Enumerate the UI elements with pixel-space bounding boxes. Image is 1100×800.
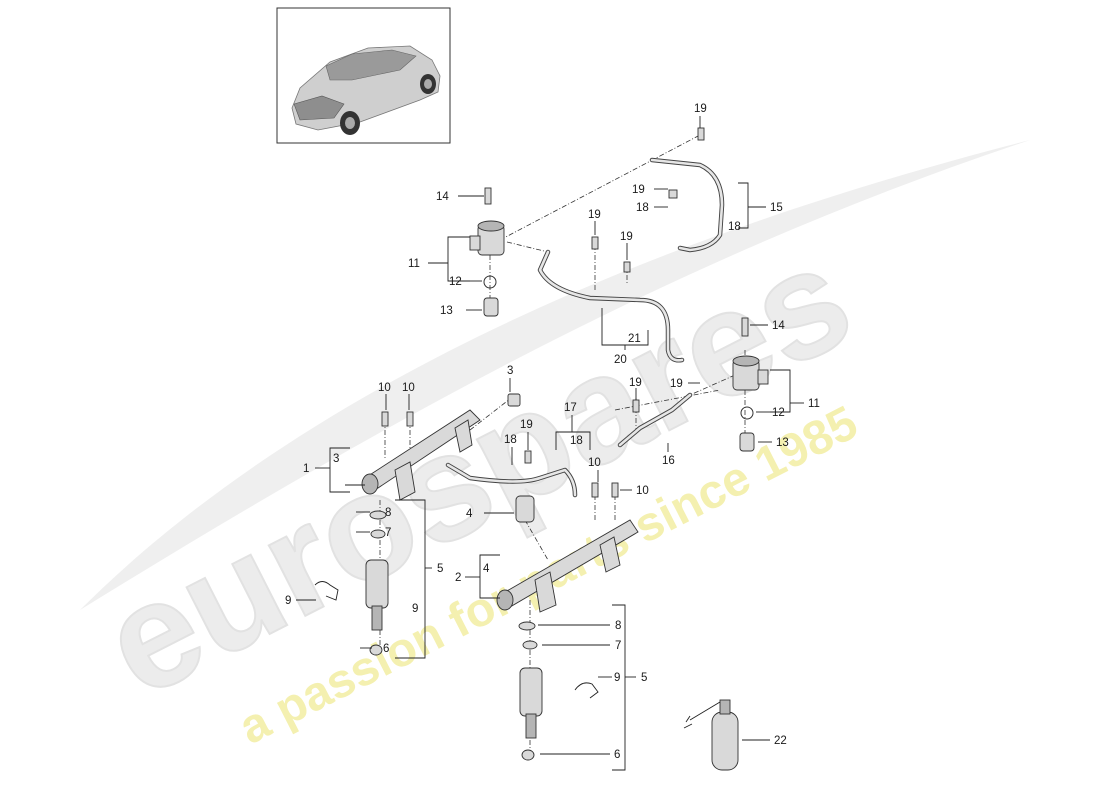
fuel-rail-3 [361,393,521,501]
callout-16: 16 [662,455,675,467]
callout-11: 11 [408,258,420,270]
seal-6-right [521,749,535,761]
callout-5: 5 [437,563,443,575]
pipes [445,157,725,498]
vehicle-thumbnail [276,7,451,144]
callout-11: 11 [808,398,820,410]
callout-1: 1 [303,463,309,475]
callout-19: 19 [632,184,645,196]
callout-9: 9 [412,603,418,615]
watermark: eurospares a passion for parts since 198… [77,140,1030,755]
callout-9: 9 [285,595,291,607]
tappet-13-upper [483,297,499,317]
callout-19: 19 [629,377,642,389]
callout-17: 17 [564,402,577,414]
callout-9: 9 [614,672,620,684]
tappet-13-lower [739,432,755,452]
callout-19: 19 [670,378,683,390]
callout-19: 19 [520,419,533,431]
pressure-sensor-4 [515,495,535,523]
o-ring-12-upper [483,275,497,289]
callout-10: 10 [378,382,391,394]
callout-12: 12 [449,276,462,288]
callout-2: 2 [455,572,461,584]
callout-6: 6 [614,749,620,761]
injector-left [314,510,389,656]
callout-4: 4 [483,563,490,575]
callout-12: 12 [772,407,785,419]
callout-8: 8 [385,507,391,519]
car-illustration [291,45,441,135]
callout-3: 3 [333,453,339,465]
callout-18: 18 [570,435,583,447]
leader-lines [296,116,804,771]
callout-18: 18 [728,221,741,233]
callout-18: 18 [504,434,517,446]
injector-right [518,621,599,761]
callout-14: 14 [772,320,785,332]
clip-9-right [574,682,599,699]
clip-9-left [314,581,339,601]
callout-14: 14 [436,191,449,203]
bolt-14-lower [741,317,749,337]
callout-labels: 19 14 19 18 18 15 19 19 11 12 13 21 20 1… [285,103,820,761]
seal-6-left [369,644,383,656]
high-pressure-pump-lower [732,317,769,452]
callout-13: 13 [776,437,789,449]
fuel-rail-4 [496,495,639,613]
callout-20: 20 [614,354,627,366]
high-pressure-pump-upper [469,187,505,317]
callout-13: 13 [440,305,453,317]
callout-19: 19 [588,209,601,221]
callout-10: 10 [402,382,415,394]
callout-10: 10 [588,457,601,469]
callout-7: 7 [385,527,391,539]
callout-7: 7 [615,640,621,652]
callout-3: 3 [507,365,513,377]
callout-18: 18 [636,202,649,214]
o-ring-12-lower [740,406,754,420]
sealant-bottle-22 [683,699,739,771]
plug-3 [507,393,521,407]
callout-21: 21 [628,333,641,345]
callout-19: 19 [694,103,707,115]
callout-5: 5 [641,672,647,684]
callout-15: 15 [770,202,783,214]
callout-4: 4 [466,508,473,520]
callout-10: 10 [636,485,649,497]
callout-6: 6 [383,643,389,655]
callout-19: 19 [620,231,633,243]
callout-8: 8 [615,620,621,632]
bolt-14-upper [484,187,492,205]
callout-22: 22 [774,735,787,747]
